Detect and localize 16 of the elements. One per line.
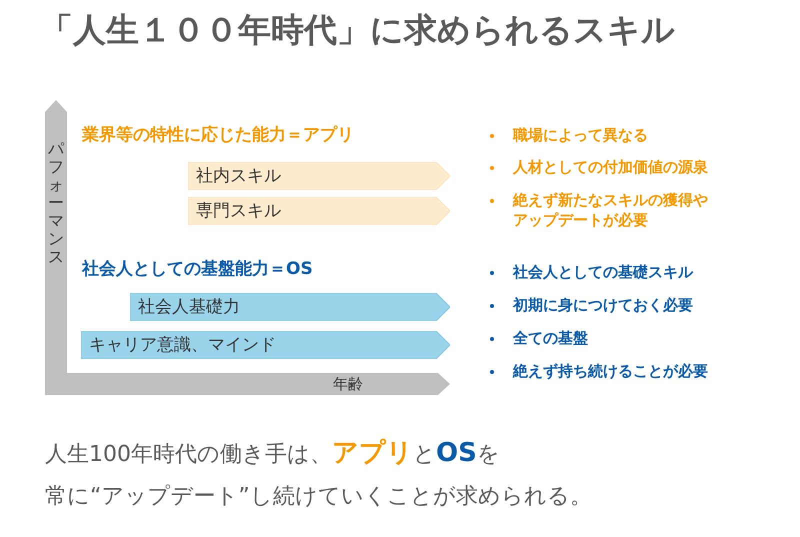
bullet-text: 初期に身につけておく必要: [513, 295, 693, 315]
bullet-text: 絶えず新たなスキルの獲得やアップデートが必要: [513, 190, 709, 230]
bullet-text: 人材としての付加価値の源泉: [513, 157, 708, 177]
section-heading: 社会人としての基盤能力＝OS: [82, 259, 313, 279]
bullet-text: 職場によって異なる: [513, 125, 648, 145]
band-label: 社会人基礎力: [138, 297, 240, 317]
band-label: 社内スキル: [196, 166, 281, 186]
title: 「人生１００年時代」に求められるスキル: [40, 9, 675, 51]
band-label: キャリア意識、マインド: [89, 335, 276, 355]
bullet-text: 社会人としての基礎スキル: [513, 262, 693, 282]
axis-label: パフォーマンス: [48, 140, 65, 266]
axis-label: 年齢: [333, 374, 363, 394]
band-label: 専門スキル: [196, 201, 281, 221]
bullet-text: 全ての基盤: [513, 328, 588, 348]
bullet-text: 絶えず持ち続けることが必要: [513, 361, 708, 381]
section-heading: 業界等の特性に応じた能力＝アプリ: [82, 125, 354, 145]
